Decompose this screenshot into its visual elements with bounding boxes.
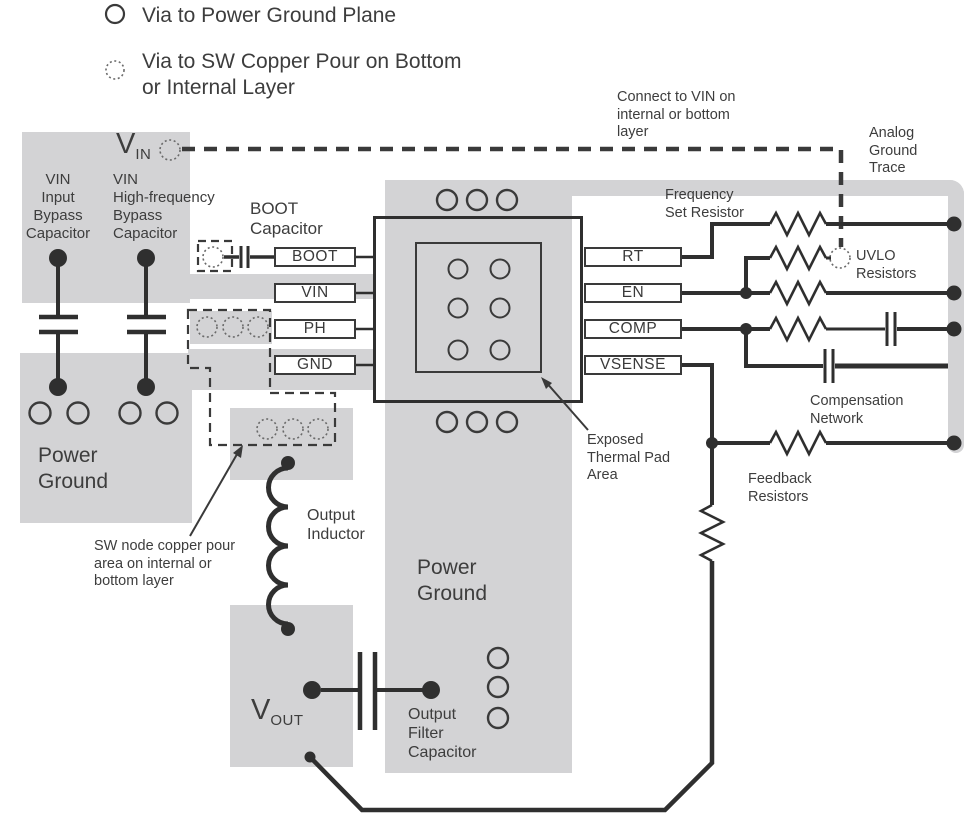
vout-net-label: VOUT — [251, 694, 304, 729]
vout-sub: OUT — [270, 712, 304, 729]
frequency-set-resistor-net — [682, 210, 948, 259]
pin-rt-label: RT — [622, 248, 644, 265]
boot-capacitor — [224, 246, 274, 268]
ph-via-icon — [196, 316, 218, 338]
boot-via-icon — [202, 246, 224, 268]
vin-sub: IN — [135, 146, 152, 163]
pin-gnd-label: GND — [297, 356, 333, 373]
pin-ph-label: PH — [303, 320, 327, 337]
vin-net-label: VIN — [116, 128, 151, 163]
ic-outline — [373, 216, 583, 403]
vin-input-cap-label: VIN Input Bypass Capacitor — [25, 171, 91, 242]
ground-vias — [28, 188, 519, 730]
pin-boot: BOOT — [274, 247, 356, 267]
uvlo-resistors-net — [682, 244, 948, 307]
legend-item-sw-pour: Via to SW Copper Pour on Bottom or Inter… — [142, 50, 462, 99]
exposed-pad-arrow — [541, 377, 589, 431]
vout-tap-pad — [304, 751, 316, 763]
ph-via-icon — [247, 316, 269, 338]
uvlo-label: UVLO Resistors — [856, 248, 917, 282]
vin-base: V — [116, 128, 136, 160]
output-filter-cap-label: Output Filter Capacitor — [408, 706, 477, 761]
vout-base: V — [251, 694, 271, 726]
ph-via-icon — [222, 316, 244, 338]
pin-vsense: VSENSE — [584, 355, 682, 375]
power-ground-left-region — [20, 353, 192, 523]
sw-pour-via-icon — [256, 418, 278, 440]
vin-copper-region — [22, 132, 190, 303]
vin-hf-cap-label: VIN High-frequency Bypass Capacitor — [113, 171, 215, 242]
pin-comp: COMP — [584, 319, 682, 339]
pin-vsense-label: VSENSE — [600, 356, 666, 373]
feedback-resistor-lower — [698, 503, 726, 563]
sw-node-label: SW node copper pour area on internal or … — [94, 538, 236, 589]
via-sw-pour-icon — [105, 60, 125, 80]
boot-via-outline — [196, 239, 234, 273]
dotted-vias — [159, 139, 851, 440]
capacitor-pads — [49, 249, 155, 396]
pin-vin-label: VIN — [301, 284, 329, 301]
comp-capacitor-series — [885, 312, 897, 346]
pin-comp-label: COMP — [608, 320, 658, 337]
junction-dots — [706, 287, 752, 449]
pin-vin: VIN — [274, 283, 356, 303]
power-ground-center-label: Power Ground — [417, 556, 488, 605]
boot-cap-label: BOOT Capacitor — [250, 199, 323, 238]
analog-ground-terminals — [946, 216, 962, 451]
via-power-ground-icon — [104, 3, 126, 25]
exposed-pad-label: Exposed Thermal Pad Area — [587, 432, 671, 483]
uvlo-via-icon — [829, 247, 851, 269]
output-inductor — [266, 456, 295, 636]
compensation-network-net — [682, 312, 948, 383]
feedback-resistors-net — [308, 363, 948, 813]
thermal-pad-vias — [447, 258, 511, 361]
vin-bypass-capacitors — [39, 262, 166, 384]
sw-pour-via-icon — [307, 418, 329, 440]
pin-en: EN — [584, 283, 682, 303]
sw-pour-via-icon — [282, 418, 304, 440]
analog-ground-trace-right — [948, 180, 964, 453]
frequency-set-resistor — [768, 210, 828, 238]
analog-ground-label: Analog Ground Trace — [869, 125, 918, 176]
pin-rt: RT — [584, 247, 682, 267]
freq-set-label: Frequency Set Resistor — [665, 187, 744, 221]
comp-capacitor-parallel — [823, 349, 835, 383]
comp-resistor — [768, 315, 828, 343]
pin-boot-label: BOOT — [292, 248, 338, 265]
connect-vin-label: Connect to VIN on internal or bottom lay… — [617, 89, 736, 140]
output-filter-capacitor — [303, 652, 440, 730]
comp-network-label: Compensation Network — [810, 393, 904, 427]
sw-node-arrow — [189, 445, 243, 537]
pin-gnd: GND — [274, 355, 356, 375]
power-ground-left-label: Power Ground — [38, 444, 109, 493]
pin-ph: PH — [274, 319, 356, 339]
thermal-pad-outline — [415, 242, 542, 373]
pin-stubs — [356, 255, 374, 367]
feedback-resistor-upper — [768, 429, 828, 457]
output-inductor-label: Output Inductor — [307, 507, 365, 543]
vin-via-icon — [159, 139, 181, 161]
sw-pour-outline — [186, 308, 337, 447]
uvlo-resistor-lower — [768, 279, 828, 307]
legend-item-power-ground: Via to Power Ground Plane — [142, 4, 397, 27]
feedback-label: Feedback Resistors — [748, 471, 812, 505]
uvlo-resistor-upper — [768, 244, 828, 272]
analog-ground-trace-top — [572, 180, 964, 196]
pin-en-label: EN — [621, 284, 645, 301]
